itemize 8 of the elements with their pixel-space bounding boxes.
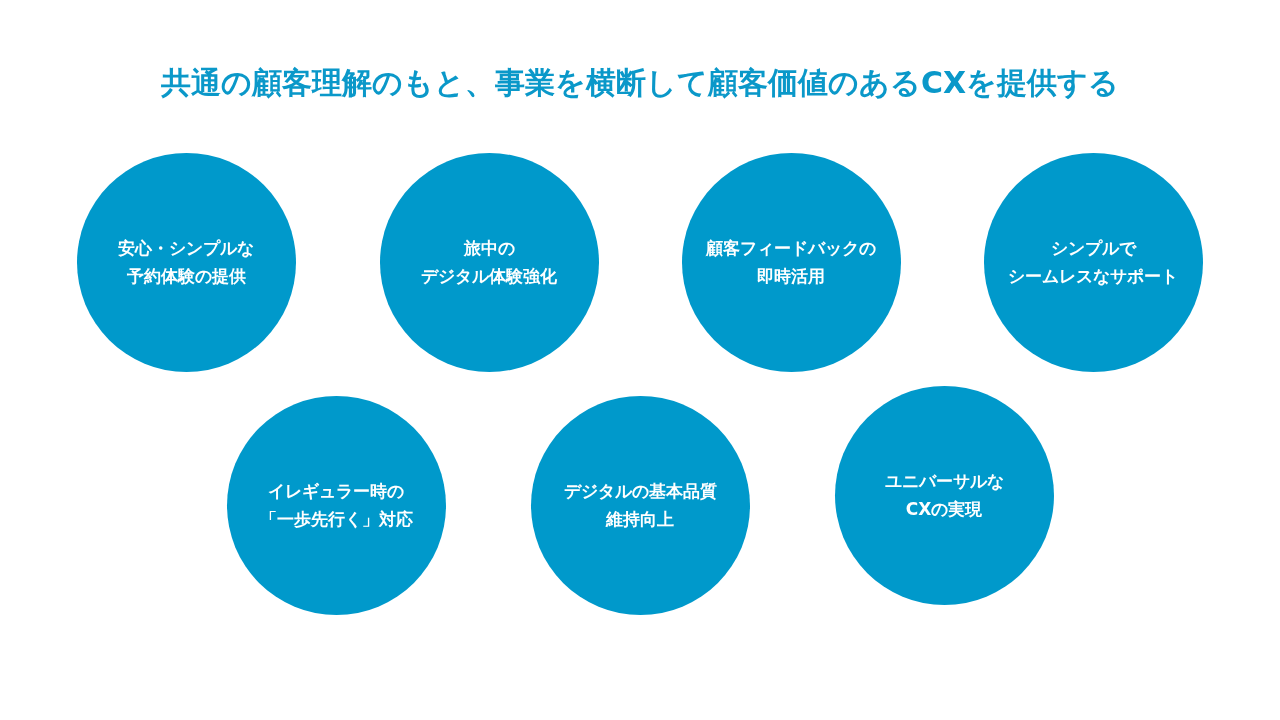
circle-label: シンプルでシームレスなサポート: [1008, 237, 1178, 288]
circle-label: 顧客フィードバックの即時活用: [706, 237, 876, 288]
circle-label: デジタルの基本品質維持向上: [563, 480, 717, 531]
circle-label: ユニバーサルなCXの実現: [884, 470, 1004, 521]
circle-label: イレギュラー時の「一歩先行く」対応: [259, 480, 413, 531]
circle-label: 旅中のデジタル体験強化: [421, 237, 557, 288]
circle-label: 安心・シンプルな予約体験の提供: [118, 237, 254, 288]
title: 共通の顧客理解のもと、事業を横断して顧客価値のあるCXを提供する: [160, 64, 1120, 102]
